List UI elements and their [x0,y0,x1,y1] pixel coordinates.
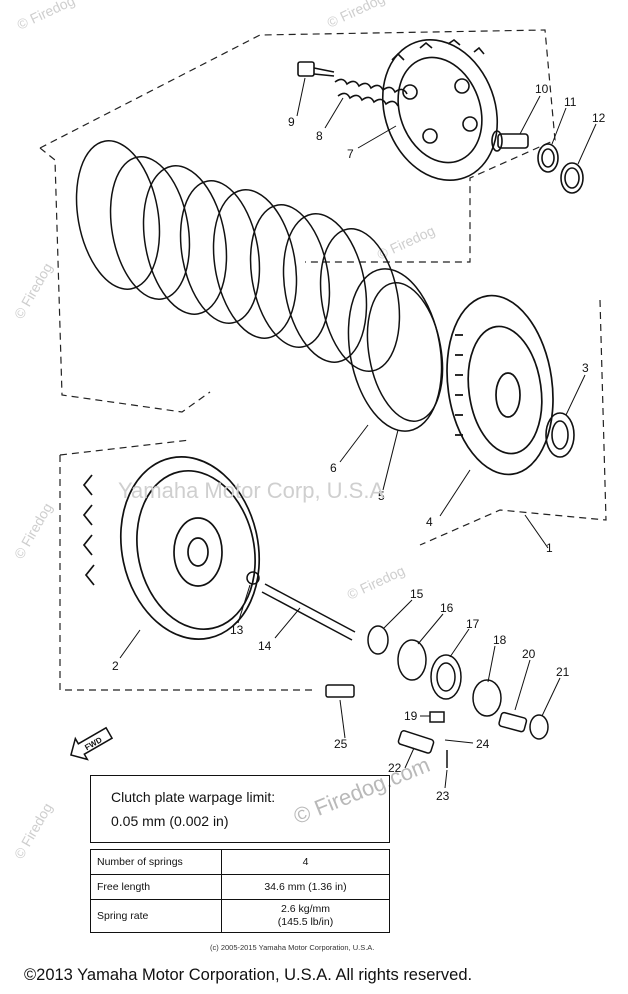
callout-17: 17 [466,617,480,631]
corner-watermarks: © Firedog © Firedog © Firedog © Firedog … [11,0,437,862]
assembly-outlines [39,29,607,691]
warpage-spec-value: 0.05 mm (0.002 in) [111,813,229,829]
spring-count-value: 4 [221,849,390,875]
spring-count-label: Number of springs [90,849,222,875]
callout-19: 19 [404,709,418,723]
callout-5: 5 [378,489,385,503]
spring-rate-imperial: (145.5 lb/in) [277,916,334,928]
callout-11: 11 [564,95,577,109]
watermark-left-bottom: © Firedog [11,800,56,861]
primary-driven-gear [82,456,261,640]
callout-4: 4 [426,515,433,529]
callout-24: 24 [476,737,490,751]
callout-20: 20 [522,647,536,661]
callout-21: 21 [556,665,570,679]
callout-1: 1 [546,541,553,555]
footer-copyright: ©2013 Yamaha Motor Corporation, U.S.A. A… [24,966,473,984]
watermark-left-mid: © Firedog [11,260,56,321]
callout-7: 7 [347,147,354,161]
callout-16: 16 [440,601,454,615]
callout-25: 25 [334,737,348,751]
yamaha-center-watermark: Yamaha Motor Corp, U.S.A [118,478,385,503]
bolt-and-spring [297,61,408,107]
callout-14: 14 [258,639,272,653]
watermark-top-left: © Firedog [15,0,78,33]
table-row: Spring rate 2.6 kg/mm (145.5 lb/in) [90,899,390,933]
lower-small-parts [325,625,549,768]
callout-13: 13 [230,623,244,637]
clutch-boss [446,294,554,476]
small-copyright: (c) 2005-2015 Yamaha Motor Corporation, … [210,943,375,952]
callout-8: 8 [316,129,323,143]
watermark-center-low: © Firedog [345,562,408,603]
table-row: Number of springs 4 [90,849,390,875]
table-row: Free length 34.6 mm (1.36 in) [90,874,390,900]
callout-15: 15 [410,587,424,601]
spring-rate-metric: 2.6 kg/mm [280,903,330,915]
watermark-left-low: © Firedog [11,500,56,561]
pressure-plate [381,38,499,182]
forward-arrow-icon: FWD [70,726,114,761]
spring-rate-value: 2.6 kg/mm (145.5 lb/in) [221,899,390,933]
part-callouts: 1 2 3 4 5 6 7 8 9 10 11 12 13 14 15 16 1… [112,82,606,803]
callout-22: 22 [388,761,402,775]
callout-12: 12 [592,111,606,125]
callout-23: 23 [436,789,450,803]
callout-2: 2 [112,659,119,673]
clutch-plate-stack [75,140,444,432]
spring-rate-label: Spring rate [90,899,222,933]
warpage-spec-title: Clutch plate warpage limit: [111,789,276,805]
watermark-top-right: © Firedog [325,0,388,31]
callout-6: 6 [330,461,337,475]
callout-3: 3 [582,361,589,375]
callout-9: 9 [288,115,295,129]
pushrod-shaft [246,571,356,641]
spring-spec-table: Number of springs 4 Free length 34.6 mm … [90,849,390,933]
callout-10: 10 [535,82,549,96]
watermark-center-high: © Firedog [375,222,438,263]
callout-18: 18 [493,633,507,647]
thrust-washer [545,412,575,458]
leader-lines [119,77,597,789]
warpage-spec-box: Clutch plate warpage limit: 0.05 mm (0.0… [90,775,390,843]
free-length-value: 34.6 mm (1.36 in) [221,874,390,900]
free-length-label: Free length [90,874,222,900]
pushrod-parts [491,130,584,194]
